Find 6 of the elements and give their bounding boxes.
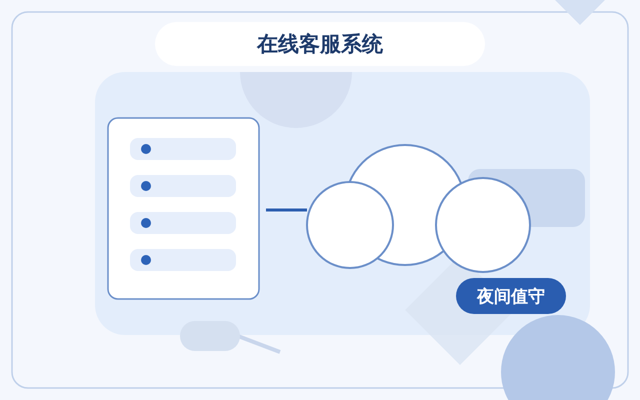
cloud-shape	[305, 143, 533, 273]
list-panel	[107, 117, 260, 300]
title: 在线客服系统	[155, 22, 485, 66]
connector-line	[266, 208, 307, 212]
badge-text: 夜间值守	[477, 286, 545, 308]
status-badge	[456, 278, 566, 314]
